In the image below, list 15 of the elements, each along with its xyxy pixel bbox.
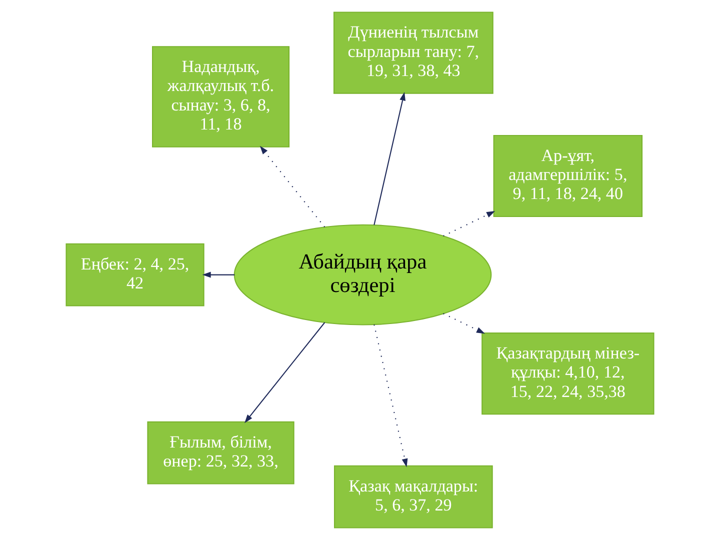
node-box: Ғылым, білім, өнер: 25, 32, 33, — [147, 421, 294, 484]
node-box: Қазақтардың мінез-құлқы: 4,10, 12, 15, 22, 24, 35,38 — [482, 332, 654, 415]
arrow — [443, 211, 496, 236]
node-box: Дүниенің тылсым сырларын тану: 7, 19, 31, 38, 43 — [333, 12, 494, 94]
node-box: Еңбек: 2, 4, 25, 42 — [66, 243, 204, 306]
arrow — [260, 146, 326, 228]
arrow — [374, 92, 406, 226]
node-box: Надандық, жалқаулық т.б. сынау: 3, 6, 8, 11, 18 — [152, 46, 290, 148]
arrow — [374, 324, 408, 468]
node-ellipse: Абайдың қара сөздері — [234, 224, 492, 326]
arrow — [244, 322, 326, 424]
arrow — [202, 272, 235, 278]
arrow — [443, 313, 486, 334]
node-box: Қазақ мақалдары: 5, 6, 37, 29 — [334, 465, 493, 528]
node-box: Ар-ұят, адамгершілік: 5, 9, 11, 18, 24, 40 — [493, 134, 643, 218]
